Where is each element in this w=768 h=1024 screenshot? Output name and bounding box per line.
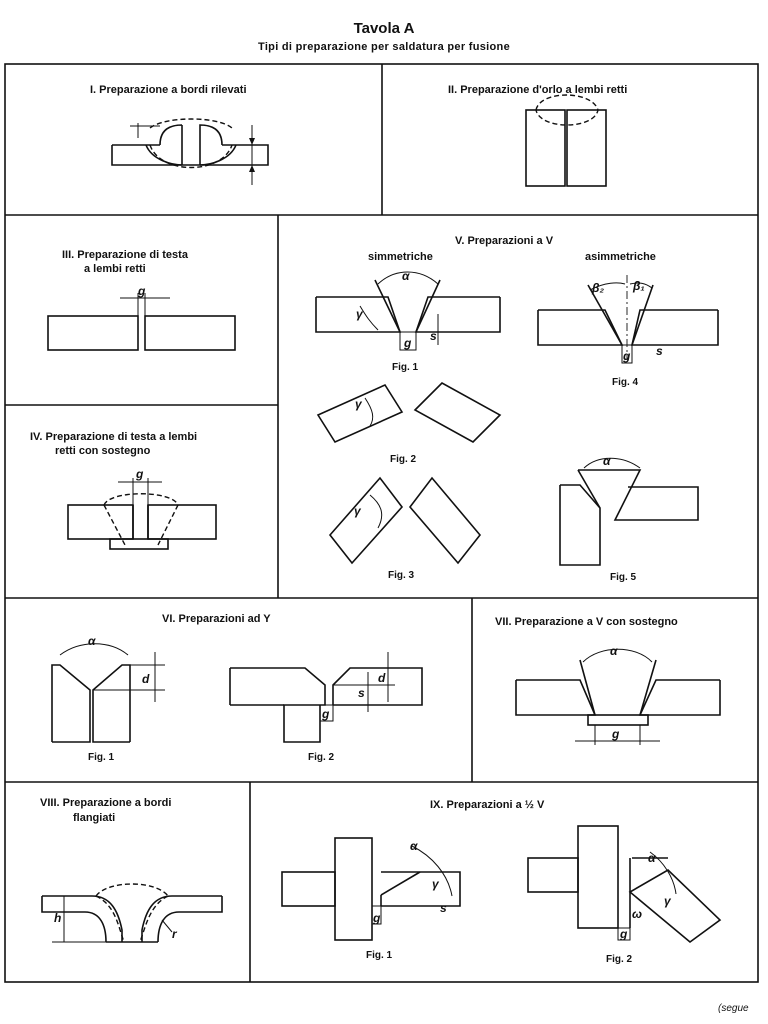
svg-text:α: α bbox=[410, 839, 418, 853]
panel-v-sub-asym: asimmetriche bbox=[585, 251, 656, 263]
svg-text:ω: ω bbox=[632, 907, 642, 921]
svg-text:α: α bbox=[648, 851, 656, 865]
svg-text:r: r bbox=[172, 927, 178, 941]
svg-text:g: g bbox=[611, 727, 620, 741]
panel-iii: III. Preparazione di testa a lembi retti… bbox=[47, 249, 236, 351]
svg-text:g: g bbox=[372, 911, 381, 925]
gap-label: g bbox=[137, 284, 146, 298]
svg-text:g: g bbox=[403, 336, 412, 350]
panel-v-sub-sym: simmetriche bbox=[368, 251, 433, 263]
svg-text:γ: γ bbox=[356, 307, 364, 321]
svg-text:g: g bbox=[321, 707, 330, 721]
svg-text:α: α bbox=[402, 269, 410, 283]
svg-text:Fig. 2: Fig. 2 bbox=[308, 752, 335, 763]
panel-iv: IV. Preparazione di testa a lembi retti … bbox=[30, 431, 217, 550]
page-title: Tavola A bbox=[353, 20, 415, 37]
svg-text:γ: γ bbox=[432, 877, 440, 891]
footer-continued: (segue bbox=[718, 1003, 749, 1014]
svg-text:Fig. 1: Fig. 1 bbox=[88, 752, 115, 763]
panel-viii-title-2: flangiati bbox=[73, 812, 115, 824]
svg-text:d: d bbox=[142, 672, 150, 686]
panel-ii-title: II. Preparazione d'orlo a lembi retti bbox=[448, 84, 627, 96]
svg-text:g: g bbox=[619, 927, 628, 941]
svg-text:α: α bbox=[603, 454, 611, 468]
svg-text:β₂: β₂ bbox=[591, 281, 604, 295]
svg-text:Fig. 3: Fig. 3 bbox=[388, 570, 415, 581]
panel-ii: II. Preparazione d'orlo a lembi retti bbox=[448, 84, 627, 187]
svg-text:Fig. 1: Fig. 1 bbox=[366, 950, 393, 961]
svg-text:γ: γ bbox=[355, 397, 363, 411]
panel-i: I. Preparazione a bordi rilevati bbox=[90, 84, 269, 185]
svg-text:s: s bbox=[656, 344, 663, 358]
svg-text:g: g bbox=[622, 349, 631, 363]
panel-iii-title-2: a lembi retti bbox=[84, 263, 146, 275]
panel-ix-title: IX. Preparazioni a ½ V bbox=[430, 799, 545, 811]
panel-vi: VI. Preparazioni ad Y α d Fig. 1 g d s F… bbox=[51, 613, 423, 763]
panel-iii-title-1: III. Preparazione di testa bbox=[62, 249, 189, 261]
panel-vi-title: VI. Preparazioni ad Y bbox=[162, 613, 271, 625]
panel-iv-title-1: IV. Preparazione di testa a lembi bbox=[30, 431, 197, 443]
svg-text:α: α bbox=[88, 634, 96, 648]
svg-text:h: h bbox=[54, 911, 61, 925]
svg-text:Fig. 5: Fig. 5 bbox=[610, 572, 637, 583]
svg-text:α: α bbox=[610, 644, 618, 658]
page-subtitle: Tipi di preparazione per saldatura per f… bbox=[258, 41, 510, 53]
svg-text:γ: γ bbox=[664, 894, 672, 908]
svg-text:γ: γ bbox=[354, 504, 362, 518]
svg-text:Fig. 2: Fig. 2 bbox=[606, 954, 633, 965]
panel-vii: VII. Preparazione a V con sostegno α g bbox=[495, 616, 721, 745]
svg-text:d: d bbox=[378, 671, 386, 685]
svg-text:s: s bbox=[440, 901, 447, 915]
gap-label-iv: g bbox=[135, 467, 144, 481]
svg-text:s: s bbox=[358, 686, 365, 700]
panel-frames bbox=[4, 63, 759, 983]
panel-viii: VIII. Preparazione a bordi flangiati h r bbox=[40, 797, 223, 943]
svg-text:s: s bbox=[430, 329, 437, 343]
panel-vii-title: VII. Preparazione a V con sostegno bbox=[495, 616, 678, 628]
panel-viii-title-1: VIII. Preparazione a bordi bbox=[40, 797, 171, 809]
svg-text:β₁: β₁ bbox=[632, 279, 645, 293]
panel-iv-title-2: retti con sostegno bbox=[55, 445, 151, 457]
svg-text:Fig. 1: Fig. 1 bbox=[392, 362, 419, 373]
panel-v-title: V. Preparazioni a V bbox=[455, 235, 554, 247]
svg-text:Fig. 2: Fig. 2 bbox=[390, 454, 417, 465]
panel-i-title: I. Preparazione a bordi rilevati bbox=[90, 84, 247, 96]
panel-ix: IX. Preparazioni a ½ V α γ g s Fig. 1 α … bbox=[281, 799, 722, 965]
svg-text:Fig. 4: Fig. 4 bbox=[612, 377, 639, 388]
panel-v: V. Preparazioni a V simmetriche asimmetr… bbox=[315, 235, 719, 583]
